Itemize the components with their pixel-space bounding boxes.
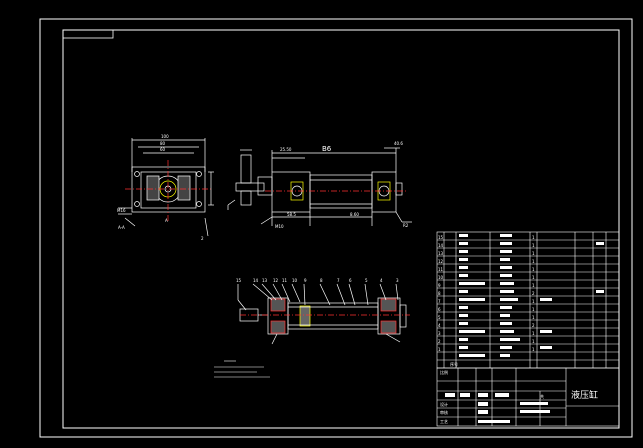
svg-text:2: 2 (532, 291, 535, 296)
svg-text:2: 2 (438, 339, 441, 344)
svg-text:4: 4 (438, 323, 441, 328)
title-block (436, 367, 620, 427)
svg-text:1: 1 (532, 347, 535, 352)
svg-text:1: 1 (532, 299, 535, 304)
svg-text:40.6: 40.6 (394, 141, 403, 146)
outer-border (39, 18, 633, 438)
bom-cell-fills (459, 234, 604, 357)
technical-notes (214, 360, 270, 378)
svg-text:A: A (165, 218, 168, 223)
svg-text:7: 7 (337, 278, 340, 283)
svg-text:11: 11 (438, 267, 444, 272)
svg-text:9: 9 (438, 283, 441, 288)
svg-text:5: 5 (438, 315, 441, 320)
svg-text:13: 13 (438, 251, 444, 256)
svg-text:100: 100 (161, 134, 169, 139)
tb-label-review: 审核 (440, 409, 448, 415)
svg-text:58.5: 58.5 (287, 212, 296, 217)
svg-text:10: 10 (438, 275, 444, 280)
section-view (237, 283, 410, 345)
section-callout-numbers: 15 14 13 12 11 10 9 8 7 6 5 4 3 (236, 278, 399, 283)
svg-text:1: 1 (532, 235, 535, 240)
bom-qty-column: 1 1 1 1 1 1 1 2 1 1 1 2 1 1 1 (532, 235, 535, 352)
svg-text:13: 13 (262, 278, 268, 283)
svg-text:15: 15 (236, 278, 242, 283)
svg-text:1: 1 (532, 251, 535, 256)
tb-label-process: 工艺 (440, 419, 448, 424)
svg-text:6: 6 (438, 307, 441, 312)
svg-text:1: 1 (532, 315, 535, 320)
svg-text:12: 12 (273, 278, 279, 283)
svg-text:1: 1 (532, 331, 535, 336)
bom-table (436, 231, 620, 369)
bom-index-column: 15 14 13 12 11 10 9 8 7 6 5 4 3 2 1 (438, 235, 444, 352)
svg-text:1: 1 (438, 347, 441, 352)
svg-text:12: 12 (438, 259, 444, 264)
svg-text:1: 1 (532, 267, 535, 272)
svg-text:1: 1 (532, 307, 535, 312)
top-dimension-label: B6 (322, 145, 332, 153)
svg-text:60: 60 (160, 147, 166, 152)
corner-tag-box (62, 29, 114, 39)
svg-text:3: 3 (438, 331, 441, 336)
svg-text:1: 1 (532, 275, 535, 280)
inner-border (62, 29, 620, 429)
svg-text:1: 1 (532, 259, 535, 264)
svg-text:3: 3 (396, 278, 399, 283)
svg-text:14: 14 (253, 278, 259, 283)
svg-text:A-A: A-A (118, 225, 125, 230)
svg-text:M16: M16 (117, 208, 126, 213)
svg-text:4: 4 (380, 278, 383, 283)
svg-text:6: 6 (349, 278, 352, 283)
end-view (118, 138, 214, 237)
svg-text:1: 1 (532, 283, 535, 288)
drawing-title: 液压缸 (571, 389, 598, 401)
svg-text:1: 1 (532, 339, 535, 344)
svg-text:11: 11 (282, 278, 288, 283)
svg-text:9: 9 (304, 278, 307, 283)
svg-text:8.60: 8.60 (350, 212, 359, 217)
svg-text:10: 10 (292, 278, 298, 283)
bom-row-lines (437, 239, 619, 361)
title-block-fills (445, 393, 550, 423)
svg-text:8: 8 (320, 278, 323, 283)
svg-text:2: 2 (532, 323, 535, 328)
svg-text:14: 14 (438, 243, 444, 248)
bom-header-label: 序号 (450, 361, 458, 367)
tb-label-design: 设计 (440, 401, 448, 407)
svg-text:5: 5 (365, 278, 368, 283)
svg-text:7: 7 (438, 299, 441, 304)
svg-text:25.50: 25.50 (280, 147, 292, 152)
svg-text:1: 1 (532, 243, 535, 248)
svg-text:R2: R2 (403, 223, 409, 228)
scale-label: 比例 (440, 369, 448, 375)
svg-text:80: 80 (160, 141, 166, 146)
svg-text:15: 15 (438, 235, 444, 240)
sheet-label: 共 (540, 393, 544, 399)
svg-text:M10: M10 (275, 224, 284, 229)
svg-text:2: 2 (201, 236, 204, 241)
side-view (227, 147, 412, 226)
svg-text:8: 8 (438, 291, 441, 296)
